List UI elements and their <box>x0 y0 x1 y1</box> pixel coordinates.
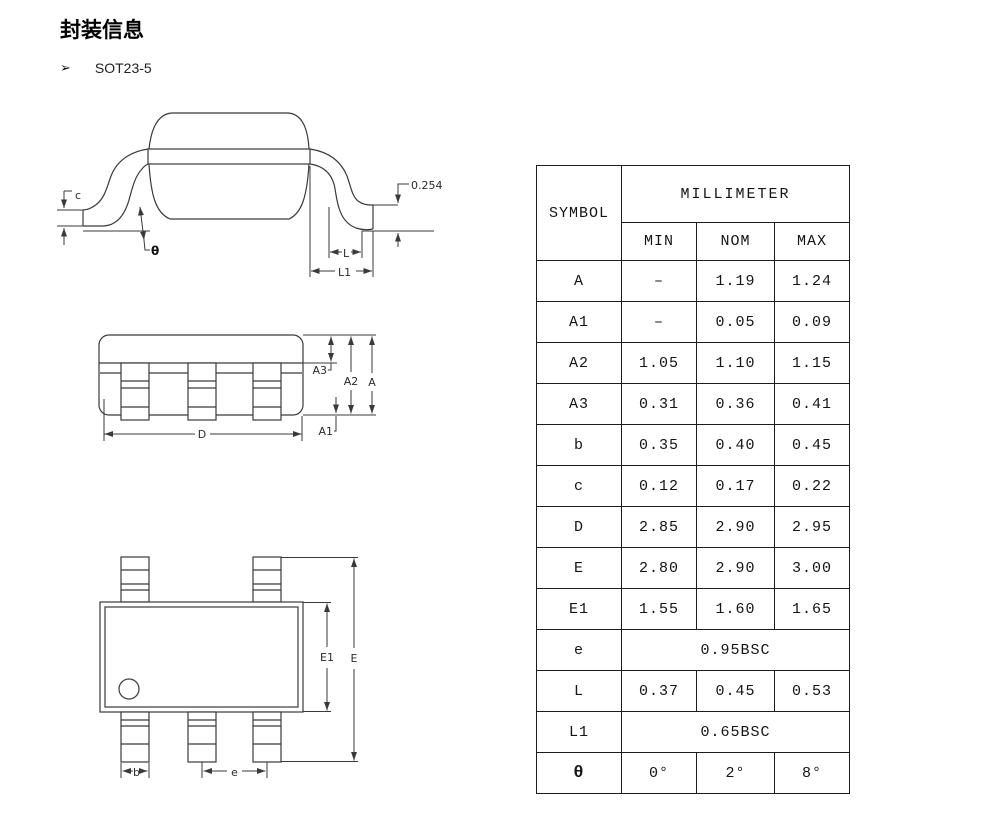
dimension-D: D <box>103 399 303 441</box>
dimension-E: E <box>281 557 358 762</box>
dim-label-c: c <box>75 189 81 202</box>
dimension-c: c <box>57 189 83 245</box>
dimension-b: b <box>120 763 150 779</box>
dim-label-A3: A3 <box>312 364 327 377</box>
dimension-L: L <box>309 166 374 277</box>
header-nom: NOM <box>696 222 775 261</box>
dim-label-A2: A2 <box>344 375 359 388</box>
dim-label-theta: θ <box>151 244 159 258</box>
dimension-E1: E1 <box>303 602 334 712</box>
dimension-A3: A3 <box>303 334 376 377</box>
bottom-pins <box>120 711 282 763</box>
top-pins <box>120 556 282 603</box>
dimension-theta: θ <box>83 206 159 258</box>
right-lead-outline <box>309 148 374 231</box>
dim-label-L: L <box>343 247 350 260</box>
dimension-A2: A2 <box>344 336 359 414</box>
header-symbol: SYMBOL <box>536 165 622 261</box>
left-lead-outline <box>82 148 149 227</box>
dim-label-D: D <box>198 428 206 441</box>
front-view-figure: A3 A2 A A1 D <box>90 328 385 450</box>
dimension-L1: L1 <box>311 266 372 279</box>
package-name-label: SOT23-5 <box>94 60 152 76</box>
side-view-figure: c θ 0.254 <box>50 95 460 290</box>
header-unit-group: MILLIMETER <box>621 165 850 223</box>
dim-label-L1: L1 <box>338 266 351 279</box>
package-heading: ➢ SOT23-5 <box>60 60 152 76</box>
dim-label-standoff: 0.254 <box>411 179 443 192</box>
dimension-standoff: 0.254 <box>362 179 443 247</box>
package-body-outline <box>99 601 304 713</box>
top-view-figure: E1 E b e <box>95 550 367 788</box>
dim-label-e: e <box>231 766 238 779</box>
pin1-indicator <box>118 678 140 700</box>
dimension-A1: A1 <box>318 397 339 438</box>
dim-label-b: b <box>133 766 140 779</box>
dimension-A: A <box>303 336 376 416</box>
arrow-bullet-icon: ➢ <box>60 60 71 75</box>
header-min: MIN <box>621 222 697 261</box>
table-header-row: SYMBOL MILLIMETER <box>536 165 850 261</box>
dim-label-E1: E1 <box>320 651 334 664</box>
package-body-outline <box>147 112 311 220</box>
page-title: 封装信息 <box>60 19 144 42</box>
dim-label-A1: A1 <box>318 425 333 438</box>
lead-outlines <box>120 362 282 421</box>
dim-label-A: A <box>368 376 376 389</box>
dimension-e: e <box>201 762 268 779</box>
dim-label-E: E <box>351 652 358 665</box>
header-max: MAX <box>774 222 850 261</box>
table-subheader-row: MIN NOM MAX <box>537 222 850 261</box>
